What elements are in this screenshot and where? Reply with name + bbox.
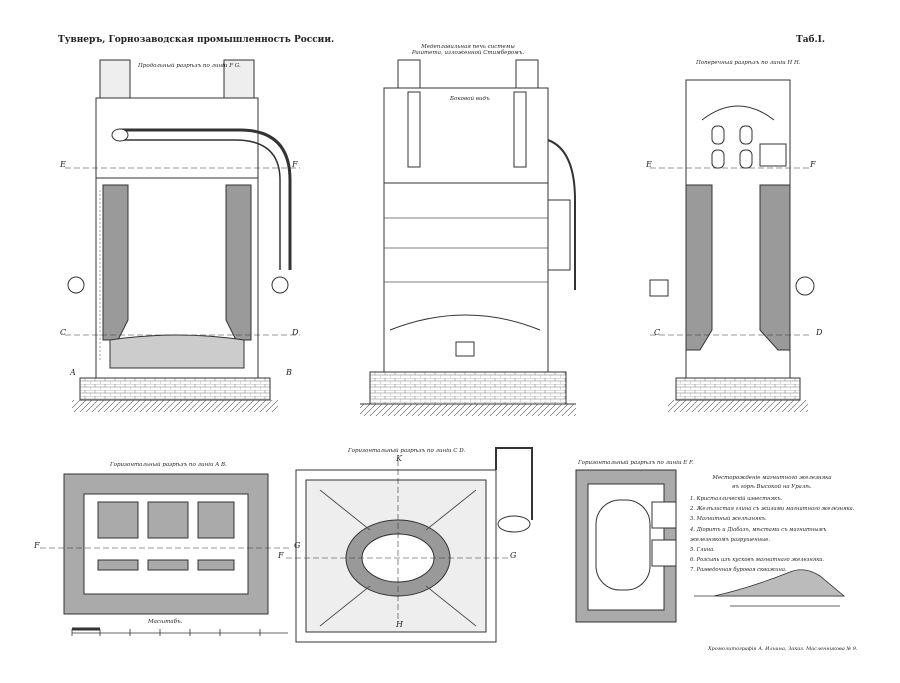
geology-profile — [694, 569, 846, 607]
plate-title: Тувнеръ, Горнозаводская промышленность Р… — [58, 35, 335, 45]
caption-plan-cd: Горизонтальный разрѣзъ по линіи C D. — [348, 448, 466, 454]
caption-elevation: Медеплавильная печь системы Раштета, изл… — [411, 44, 525, 56]
label-b: B — [286, 368, 292, 377]
plan-cd — [286, 447, 533, 643]
caption-plan-ab: Горизонтальный разрѣзъ по линіи A B. — [110, 462, 227, 468]
label-a: A — [70, 368, 76, 377]
label-k: K — [396, 454, 402, 463]
imprint: Хромолитографія А. Ильина, Заказ. Маслен… — [708, 646, 858, 652]
caption-elevation-sub: Боковой видъ — [450, 96, 490, 102]
label-g-cd: G — [510, 551, 517, 560]
label-h: H — [396, 620, 403, 629]
label-d: D — [292, 328, 299, 337]
legend-item: 3. Магнитный желѣзнякъ. — [690, 516, 767, 523]
legend-title: Месторожденіе магнитного железняка въ го… — [692, 474, 852, 492]
elevation-view — [360, 59, 576, 416]
legend-item: 5. Глина. — [690, 547, 715, 554]
caption-section-hh: Поперечный разрѣзъ по линіи H H. — [696, 60, 801, 66]
label-c-hh: C — [654, 328, 661, 337]
legend-item: 4. Діоритъ и Діабазъ, мѣстами съ магнитн… — [690, 526, 827, 543]
caption-scale: Масштабъ. — [148, 619, 183, 625]
legend-title-line1: Месторожденіе магнитного железняка — [712, 475, 832, 481]
caption-plan-ef: Горизонтальный разрѣзъ по линіи E F. — [578, 460, 694, 466]
label-f-ab: F — [34, 541, 40, 550]
label-d-hh: D — [816, 328, 823, 337]
label-e-hh: E — [646, 160, 652, 169]
plan-ef — [575, 469, 677, 623]
plate-number: Таб.I. — [796, 35, 826, 45]
section-hh — [649, 79, 815, 412]
label-c: C — [60, 328, 67, 337]
label-f-cd: F — [278, 551, 284, 560]
legend-item: 7. Разведочная буровая скважина. — [690, 567, 787, 574]
legend-item: 2. Желѣзистая глина съ жилами магнитнаго… — [690, 506, 855, 513]
label-g-ab: G — [294, 541, 301, 550]
plan-ab — [40, 473, 290, 615]
caption-section-fg: Продольный разрѣзъ по линіи F G. — [138, 63, 241, 69]
legend-item: 1. Кристаллическій известнякъ. — [690, 496, 783, 502]
legend-item: 6. Розсыпь изъ кусковъ магнитнаго железн… — [690, 557, 825, 564]
section-fg — [65, 59, 300, 412]
label-f-hh: F — [810, 160, 816, 169]
scale-bar — [71, 627, 288, 636]
label-f: F — [292, 160, 298, 169]
legend-title-line2: въ горѣ Высокой на Уралѣ. — [732, 484, 812, 490]
label-e: E — [60, 160, 66, 169]
legend-list: 1. Кристаллическій известнякъ. 2. Желѣзи… — [690, 494, 856, 576]
